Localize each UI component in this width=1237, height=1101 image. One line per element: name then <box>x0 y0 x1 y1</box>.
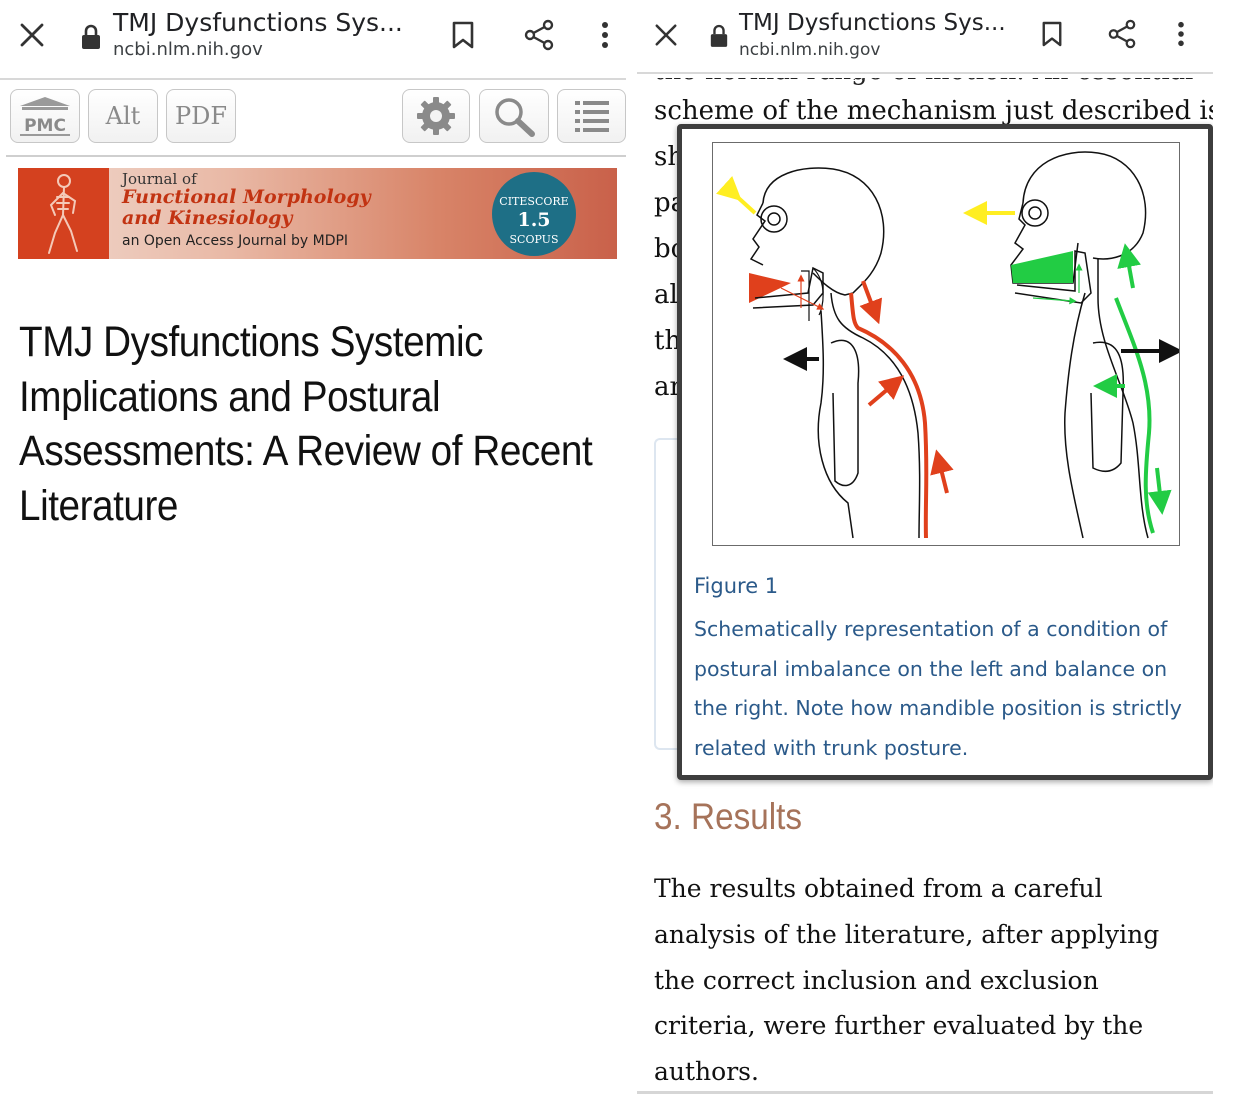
gear-icon <box>417 97 455 135</box>
figure-popup[interactable]: Figure 1 Schematically representation of… <box>677 124 1213 780</box>
share-button[interactable] <box>519 15 559 55</box>
page-url: ncbi.nlm.nih.gov <box>113 39 263 60</box>
toolbar-divider <box>6 155 626 157</box>
lock-icon <box>82 24 100 49</box>
posture-diagram <box>716 151 1183 539</box>
bookmark-button[interactable] <box>1036 16 1068 52</box>
bookmark-icon <box>1042 21 1062 47</box>
runner-figure-icon <box>18 168 109 259</box>
banner-journal-of: Journal of <box>122 170 197 188</box>
banner-journal-name: Functional Morphology and Kinesiology <box>122 186 371 229</box>
pmc-logo-icon: PMC <box>20 97 70 136</box>
share-icon <box>524 19 554 51</box>
more-vert-icon <box>1178 21 1184 47</box>
pdf-label: PDF <box>174 102 228 130</box>
close-tab-button[interactable] <box>648 17 684 53</box>
figure-image[interactable] <box>712 142 1183 546</box>
banner-subtitle: an Open Access Journal by MDPI <box>122 233 349 249</box>
header-divider <box>637 72 1213 74</box>
alt-button[interactable]: Alt <box>88 89 158 143</box>
page-title: TMJ Dysfunctions Sys... <box>113 8 403 37</box>
page-info[interactable]: TMJ Dysfunctions Sys... ncbi.nlm.nih.gov <box>739 8 1006 62</box>
badge-bottom-text: SCOPUS <box>509 233 559 246</box>
article-title: TMJ Dysfunctions Systemic Implications a… <box>19 318 593 530</box>
search-icon <box>495 98 535 137</box>
more-options-button[interactable] <box>590 16 620 54</box>
figure-label: Figure 1 <box>694 574 779 598</box>
page-url: ncbi.nlm.nih.gov <box>739 40 881 60</box>
close-icon <box>655 24 677 46</box>
left-screen: TMJ Dysfunctions Sys... ncbi.nlm.nih.gov <box>0 0 626 530</box>
more-vert-icon <box>602 22 608 48</box>
share-icon <box>1108 19 1136 49</box>
more-options-button[interactable] <box>1167 16 1195 52</box>
badge-top-text: CITESCORE <box>499 195 569 208</box>
figure-caption: Schematically representation of a condit… <box>694 617 1182 760</box>
share-button[interactable] <box>1103 15 1141 53</box>
close-tab-button[interactable] <box>14 17 50 53</box>
settings-button[interactable] <box>402 89 470 143</box>
pdf-button[interactable]: PDF <box>166 89 236 143</box>
figure-thumbnail-frame <box>654 438 684 750</box>
body-text-fragment: th <box>654 326 682 356</box>
imbalanced-posture-figure <box>716 167 954 539</box>
bookmark-icon <box>452 21 474 49</box>
journal-banner[interactable]: Journal of Functional Morphology and Kin… <box>18 168 617 259</box>
browser-header: TMJ Dysfunctions Sys... ncbi.nlm.nih.gov <box>0 0 626 78</box>
citescore-badge: CITESCORE 1.5 SCOPUS <box>492 172 576 256</box>
pmc-label: PMC <box>24 116 66 136</box>
list-icon <box>574 101 609 132</box>
section-heading: 3. Results <box>654 796 803 837</box>
toc-button[interactable] <box>557 89 626 143</box>
page-title: TMJ Dysfunctions Sys... <box>739 10 1006 36</box>
section-body-text: The results obtained from a careful anal… <box>654 874 1160 1087</box>
page-info[interactable]: TMJ Dysfunctions Sys... ncbi.nlm.nih.gov <box>113 8 403 62</box>
balanced-posture-figure <box>963 151 1183 539</box>
right-screen: the normal range of motion. An essential… <box>637 0 1213 1101</box>
search-button[interactable] <box>479 89 549 143</box>
body-text-line: scheme of the mechanism just described i… <box>654 96 1213 126</box>
pmc-home-button[interactable]: PMC <box>10 89 80 143</box>
pmc-toolbar: PMC Alt PDF <box>0 80 626 156</box>
body-text-fragment: al <box>654 280 678 310</box>
alt-label: Alt <box>105 102 141 130</box>
browser-header: TMJ Dysfunctions Sys... ncbi.nlm.nih.gov <box>637 0 1213 78</box>
bookmark-button[interactable] <box>446 16 480 54</box>
header-divider <box>0 78 626 80</box>
lock-icon <box>710 24 728 47</box>
bottom-divider <box>637 1091 1213 1094</box>
close-icon <box>20 23 44 47</box>
badge-value: 1.5 <box>517 209 551 231</box>
